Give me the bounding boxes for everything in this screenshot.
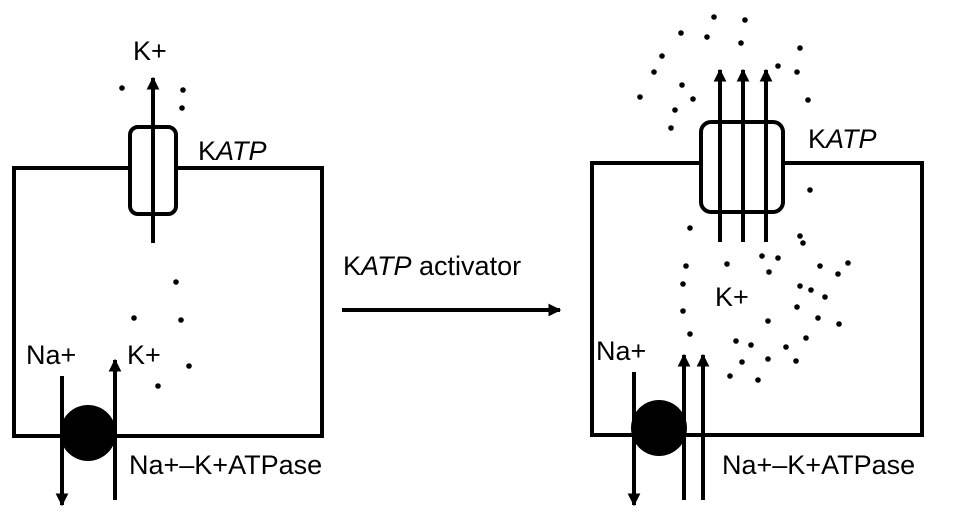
left-na-label: Na+ <box>26 340 76 370</box>
left-k-out-label: K+ <box>133 36 167 66</box>
left-na-k-pump <box>60 405 116 461</box>
right-k-dots-outside <box>637 14 811 131</box>
right-katp-label: KATP <box>808 124 877 154</box>
left-pump-label: Na+–K+ATPase <box>129 450 322 480</box>
right-pump-label: Na+–K+ATPase <box>722 450 915 480</box>
left-k-in-label: K+ <box>127 340 161 370</box>
left-panel: K+ KATP Na+ K+ Na+–K+ATPase <box>12 36 324 507</box>
right-na-label: Na+ <box>596 336 646 366</box>
right-k-dots-inside <box>680 187 851 383</box>
left-katp-label: KATP <box>198 136 267 166</box>
left-k-dots-inside <box>131 279 192 389</box>
activator-label: KATP activator <box>343 251 521 281</box>
right-panel: KATP <box>590 14 924 507</box>
left-k-dots-outside <box>119 85 186 111</box>
right-na-k-pump <box>631 400 687 456</box>
right-k-in-label: K+ <box>715 282 749 312</box>
activator-transition: KATP activator <box>342 251 562 317</box>
